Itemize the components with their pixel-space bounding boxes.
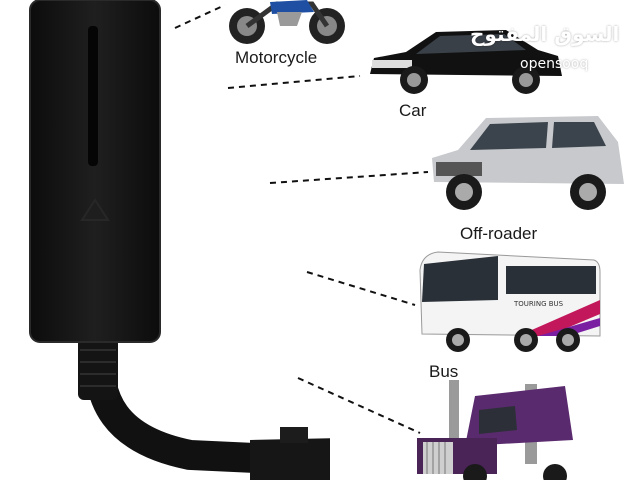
vehicle-label-motorcycle: Motorcycle [235,48,318,67]
motorcycle-icon [229,0,345,44]
bus-icon: TOURING BUS [419,251,601,352]
connector-off-roader [269,171,429,184]
connector-car [227,75,361,89]
connector-bus [306,271,416,306]
watermark-latin: opensooq [520,56,589,72]
watermark-arabic: السوق المفتوح [470,22,620,46]
vehicle-label-car: Car [399,101,427,120]
connector-truck [297,377,421,434]
truck-icon [417,380,573,480]
off-roader-icon [432,116,624,210]
gps-tracker-device [29,0,330,480]
connector-motorcycle [174,4,226,29]
car-icon [370,30,562,94]
bus-side-text: TOURING BUS [513,300,564,308]
vehicle-label-off-roader: Off-roader [460,224,538,243]
vehicle-label-bus: Bus [429,362,459,381]
